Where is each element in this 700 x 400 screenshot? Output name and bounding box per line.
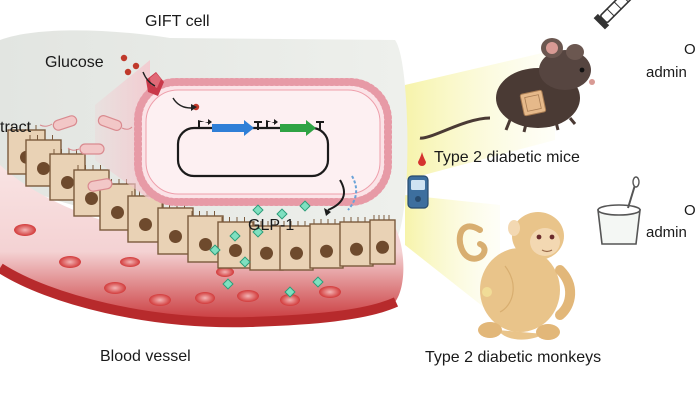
intestinal-epithelium [7, 125, 396, 271]
gift-cell [120, 54, 392, 216]
red-blood-cell-icon [216, 267, 234, 277]
yogurt-cup-icon [597, 176, 641, 245]
epithelial-cell [309, 219, 344, 269]
gene-blue [212, 120, 254, 136]
monkeys-label: Type 2 diabetic monkeys [425, 349, 602, 366]
epithelial-cell [279, 221, 314, 271]
glp1-molecule [229, 230, 241, 242]
red-blood-cell-icon [120, 257, 140, 267]
oral-admin-bottom-line2: admin [646, 224, 687, 241]
glp1-molecule [312, 276, 324, 288]
red-blood-cell-icon [149, 294, 171, 306]
epithelial-cell [249, 221, 284, 271]
gene-green [280, 120, 316, 136]
oral-admin-top-line2: admin [646, 64, 687, 81]
glp1-molecule [284, 286, 296, 298]
glp1-molecules [209, 200, 324, 298]
glp1-molecule [209, 244, 221, 256]
bacteria-icon [97, 115, 133, 131]
glucose-molecule [132, 62, 140, 70]
red-blood-cell-icon [237, 290, 259, 302]
bacteria-group [39, 115, 133, 192]
red-blood-cell-icon [280, 294, 300, 306]
plasmid-icon [176, 119, 330, 178]
promoter-arrow-2 [266, 119, 278, 128]
oral-admin-top-line1: O [684, 41, 696, 58]
bacteria-icon [67, 143, 105, 155]
glucose-molecule [124, 68, 132, 76]
glp1-molecule [299, 200, 311, 212]
red-blood-cell-icon [104, 282, 126, 294]
tract-label: tract [0, 119, 32, 136]
glp1-molecule [252, 204, 264, 216]
glp1-molecule [222, 278, 234, 290]
gift-cell-label: GIFT cell [145, 13, 210, 30]
red-blood-cell-icon [14, 224, 36, 236]
bacteria-icon [39, 115, 78, 131]
red-blood-cell-icon [319, 286, 341, 298]
glucometer-icon [407, 152, 429, 209]
glp1-molecule [276, 208, 288, 220]
epithelial-cell [187, 211, 224, 263]
monkey-icon [456, 212, 576, 340]
syringe-icon [593, 0, 637, 30]
red-blood-cell-icon [195, 292, 215, 304]
glucose-label: Glucose [45, 54, 104, 71]
glucose-molecule [120, 54, 128, 62]
glp1-label: GLP-1 [248, 217, 295, 234]
promoter-arrow-1 [198, 119, 212, 128]
epithelial-cell [339, 217, 374, 267]
mice-label: Type 2 diabetic mice [434, 149, 580, 166]
oral-admin-bottom-line1: O [684, 202, 696, 219]
glp1-molecule [252, 226, 264, 238]
red-blood-cell-icon [59, 256, 81, 268]
mouse-icon [419, 38, 595, 140]
glp1-molecule [239, 256, 251, 268]
epithelial-cell [369, 215, 396, 265]
blood-vessel-label: Blood vessel [100, 348, 191, 365]
bacteria-icon [87, 178, 113, 192]
